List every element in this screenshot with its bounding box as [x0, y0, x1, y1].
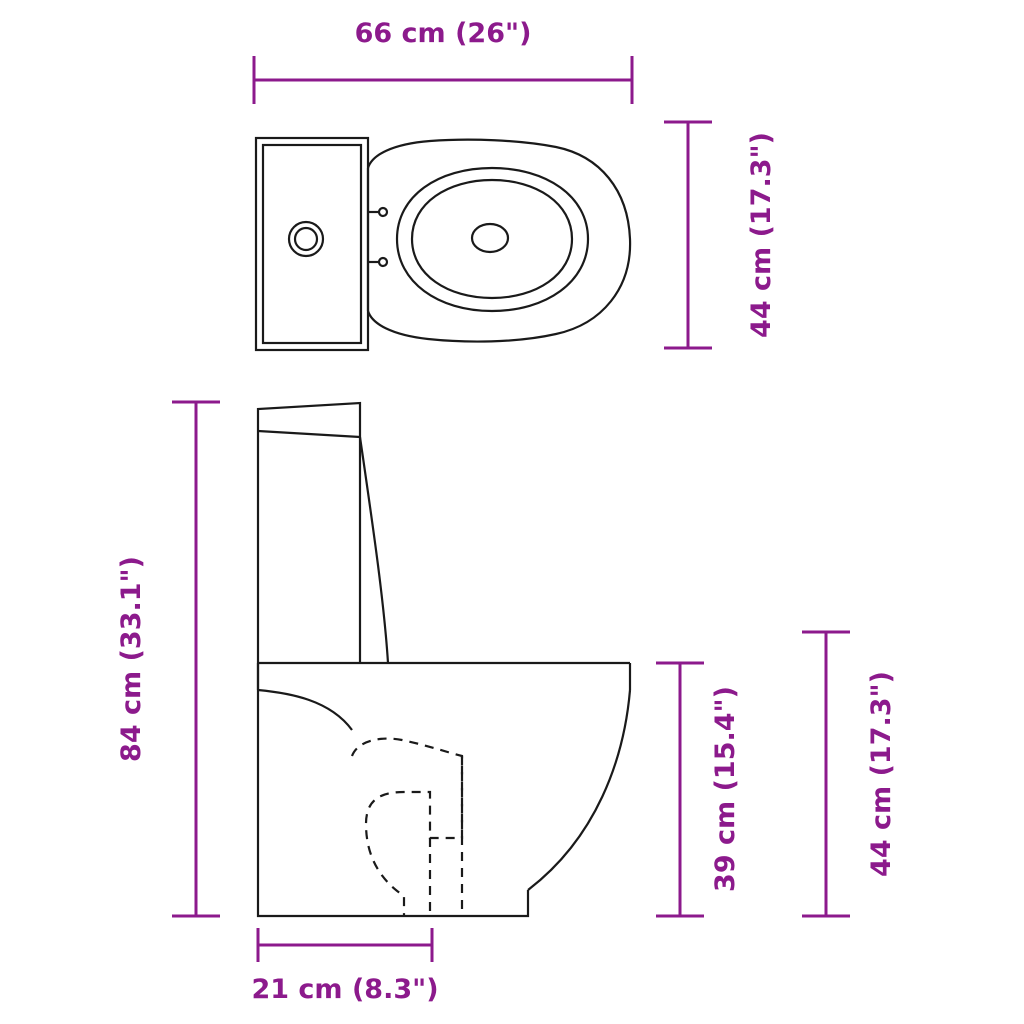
dimension-base-width: [256, 928, 434, 962]
hinge-dot-top: [377, 206, 389, 218]
dimension-label-seat-height: 39 cm (15.4"): [710, 686, 741, 892]
tank-body-sides: [256, 431, 362, 663]
bowl-outer-front: [527, 689, 632, 891]
bowl-water-outline: [410, 178, 574, 300]
top-view-drawing: [254, 136, 632, 352]
hidden-trapway-lines: [350, 737, 464, 916]
flush-button-inner: [293, 226, 319, 252]
flush-button-outer: [287, 220, 325, 258]
dimension-label-bowl-depth: 44 cm (17.3"): [866, 671, 897, 877]
tank-body-front-curve: [358, 436, 390, 664]
drain-outline: [470, 222, 510, 254]
dimension-label-depth-top: 44 cm (17.3"): [746, 132, 777, 338]
dimension-height-total: [172, 400, 220, 918]
dimension-width-top: [252, 56, 634, 104]
side-view-drawing: [256, 401, 632, 918]
dimension-label-width-top: 66 cm (26"): [355, 18, 532, 49]
pedestal-outline: [256, 663, 530, 918]
trapway-path: [350, 737, 464, 916]
tank-lid-outline: [256, 401, 362, 437]
bowl-rim-outline: [395, 166, 590, 313]
bowl-seat-inner-left: [257, 688, 353, 731]
hinge-dot-bottom: [377, 256, 389, 268]
dimension-bowl-depth: [802, 630, 850, 918]
tank-inner-outline: [261, 143, 363, 345]
dimension-seat-height: [656, 661, 704, 918]
dimension-label-height-total: 84 cm (33.1"): [116, 556, 147, 762]
dimension-label-base-width: 21 cm (8.3"): [251, 974, 438, 1005]
dimension-depth-top: [664, 120, 712, 350]
tank-lid-seam: [257, 429, 361, 439]
bowl-outer-outline: [366, 138, 632, 343]
